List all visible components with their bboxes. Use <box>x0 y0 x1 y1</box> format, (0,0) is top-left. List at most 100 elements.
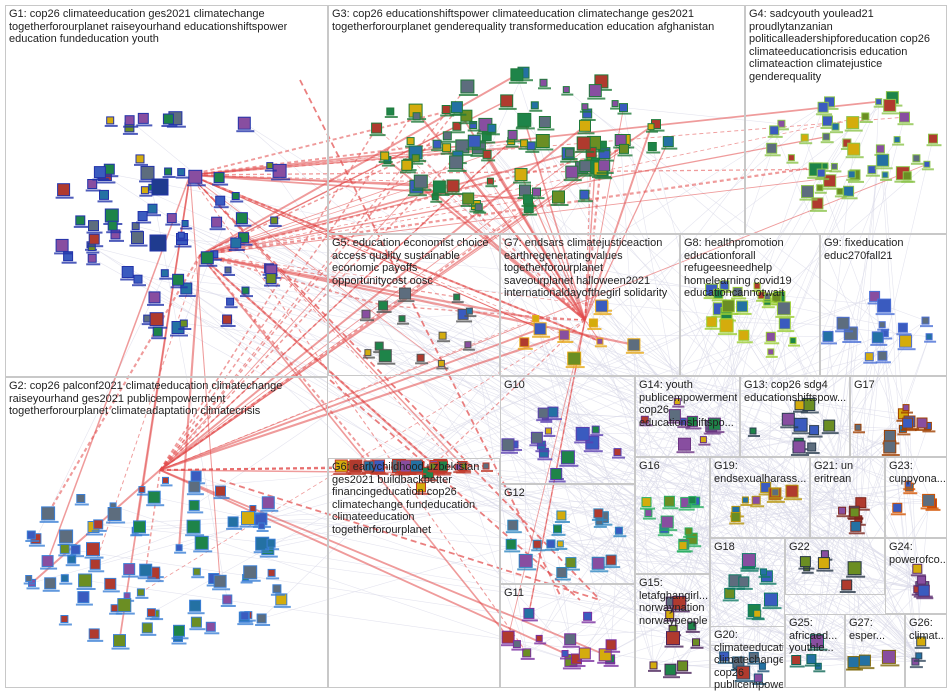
vertex-avatar <box>584 612 592 620</box>
vertex-avatar <box>451 102 462 113</box>
vertex-avatar <box>147 609 155 617</box>
vertex-label <box>379 161 393 163</box>
vertex-avatar <box>536 135 549 148</box>
vertex-label <box>58 554 73 556</box>
vertex-label <box>816 570 833 572</box>
vertex-avatar <box>413 113 420 120</box>
vertex-label <box>237 623 253 625</box>
vertex-label <box>759 576 771 578</box>
vertex-label <box>737 588 753 590</box>
vertex-avatar <box>362 310 370 318</box>
vertex-avatar <box>450 156 463 169</box>
group-label-line: G18 <box>714 541 735 554</box>
vertex-avatar <box>463 193 474 204</box>
vertex-avatar <box>620 144 629 153</box>
vertex-label <box>525 151 539 153</box>
group-label-line: G17 <box>854 379 875 392</box>
vertex-avatar <box>501 95 513 107</box>
vertex-avatar <box>839 507 846 514</box>
vertex-label <box>891 513 906 515</box>
vertex-label <box>511 649 524 651</box>
vertex-label <box>683 536 696 538</box>
vertex-label <box>266 577 279 579</box>
vertex-label <box>626 352 644 354</box>
vertex-avatar <box>531 432 542 443</box>
vertex-label <box>780 426 798 428</box>
group-label-line: G20: <box>714 629 783 642</box>
vertex-label <box>788 345 800 347</box>
vertex-avatar <box>739 577 749 587</box>
vertex-avatar <box>195 536 208 549</box>
vertex-avatar <box>521 140 528 147</box>
vertex-label <box>499 108 517 110</box>
vertex-label <box>176 239 188 241</box>
vertex-label <box>415 362 428 364</box>
vertex-label <box>193 550 212 552</box>
vertex-label <box>661 148 677 150</box>
vertex-label <box>132 284 146 286</box>
vertex-label <box>522 205 537 207</box>
vertex-label <box>212 184 228 186</box>
vertex-label <box>445 193 463 195</box>
vertex-label <box>87 640 103 642</box>
vertex-avatar <box>132 232 144 244</box>
vertex-avatar <box>779 318 790 329</box>
vertex-label <box>385 116 398 118</box>
vertex-label <box>27 587 40 589</box>
group-label-line: G21: un <box>814 460 853 473</box>
vertex-avatar <box>850 508 859 517</box>
vertex-avatar <box>488 124 496 132</box>
vertex-avatar <box>900 112 910 122</box>
vertex-avatar <box>818 558 829 569</box>
vertex-label <box>225 306 238 308</box>
vertex-label <box>875 167 893 169</box>
vertex-label <box>459 122 476 124</box>
vertex-label <box>161 484 173 486</box>
vertex-avatar <box>79 574 92 587</box>
vertex-label <box>748 435 760 437</box>
vertex-label <box>903 492 917 494</box>
group-label-line: earthregeneratingvalues <box>504 250 667 263</box>
vertex-label <box>663 676 680 678</box>
vertex-avatar <box>433 140 441 148</box>
vertex-avatar <box>817 185 823 191</box>
vertex-avatar <box>191 471 201 481</box>
vertex-label <box>822 432 839 434</box>
vertex-label <box>594 313 612 315</box>
vertex-label <box>813 670 825 672</box>
vertex-avatar <box>45 578 56 589</box>
vertex-avatar <box>539 117 550 128</box>
vertex-avatar <box>520 185 531 196</box>
vertex-avatar <box>88 180 97 189</box>
vertex-label <box>777 330 794 332</box>
vertex-label <box>463 349 475 351</box>
vertex-label <box>521 658 535 660</box>
group-label-line: togetherforourplanet <box>504 262 667 275</box>
vertex-label <box>535 450 549 452</box>
vertex-avatar <box>163 114 173 124</box>
vertex-avatar <box>267 163 273 169</box>
vertex-label <box>575 151 594 153</box>
vertex-avatar <box>225 267 231 273</box>
vertex-avatar <box>61 575 68 582</box>
vertex-avatar <box>174 625 185 636</box>
vertex-label <box>59 583 72 585</box>
vertex-label <box>914 660 926 662</box>
vertex-label <box>835 195 847 197</box>
vertex-avatar <box>918 585 929 596</box>
vertex-label <box>226 528 242 530</box>
vertex-label <box>517 568 536 570</box>
vertex-label <box>837 515 850 517</box>
vertex-label <box>522 214 537 216</box>
vertex-avatar <box>615 527 622 534</box>
group-label-line: togetherforourplanet climateadaptation c… <box>9 405 282 418</box>
group-label-g24: G24:powerofco... <box>889 541 945 566</box>
vertex-label <box>805 665 820 667</box>
group-label-line: esper... <box>849 630 885 643</box>
vertex-label <box>174 552 186 554</box>
vertex-avatar <box>876 145 884 153</box>
vertex-avatar <box>88 254 96 262</box>
vertex-label <box>842 197 858 199</box>
group-label-line: opportunitycost oosc <box>332 275 489 288</box>
